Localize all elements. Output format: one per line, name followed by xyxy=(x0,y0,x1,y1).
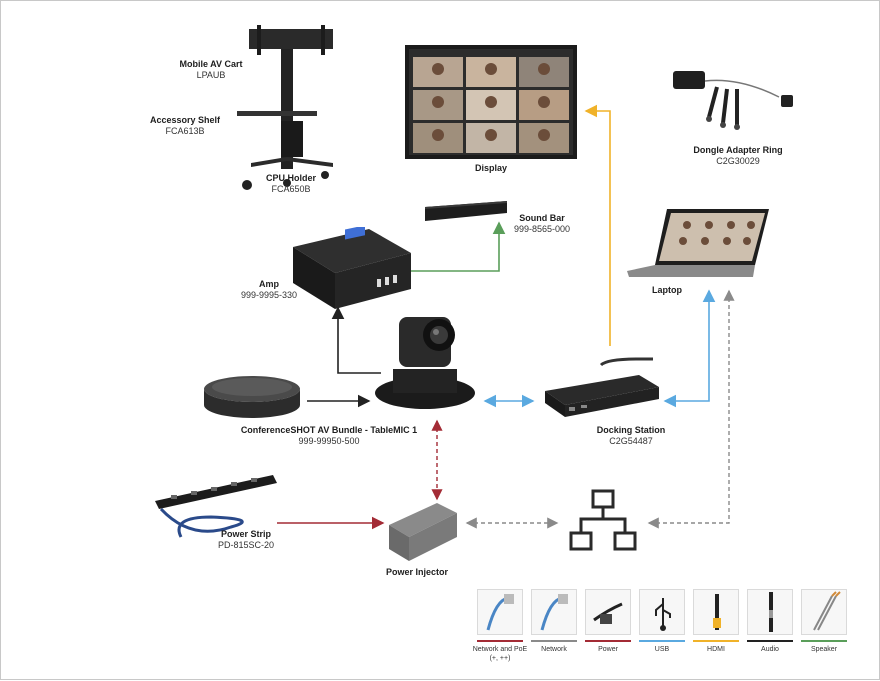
wire-amp-soundbar xyxy=(411,221,506,272)
dongle-ring-icon xyxy=(673,71,793,130)
legend-color-bar xyxy=(639,640,685,642)
legend-color-bar xyxy=(747,640,793,642)
sound-bar-name: Sound Bar xyxy=(519,213,565,223)
legend-label: Speaker xyxy=(810,646,838,653)
legend-label: Network xyxy=(541,646,567,653)
laptop-name: Laptop xyxy=(652,285,682,295)
legend-item: USB xyxy=(639,589,685,665)
cpu-holder-part: FCA650B xyxy=(271,184,311,194)
legend-color-bar xyxy=(801,640,847,642)
amp-part: 999-9995-330 xyxy=(240,290,298,300)
camera-bundle-label: ConferenceSHOT AV Bundle - TableMIC 1 99… xyxy=(227,425,431,447)
legend-item: Audio xyxy=(747,589,793,665)
wire-dock-display xyxy=(584,104,611,346)
power-strip-icon xyxy=(155,475,277,538)
legend-item: Speaker xyxy=(801,589,847,665)
legend-color-bar xyxy=(477,640,523,642)
ethernet-cable-icon xyxy=(477,589,523,635)
network-icon xyxy=(569,489,637,551)
display-name: Display xyxy=(474,163,507,173)
camera-bundle-part: 999-99950-500 xyxy=(298,436,360,446)
sound-bar-icon xyxy=(425,201,507,221)
cpu-holder-name: CPU Holder xyxy=(265,173,316,183)
legend-item: Power xyxy=(585,589,631,665)
dongle-ring-name: Dongle Adapter Ring xyxy=(693,145,783,155)
laptop-icon xyxy=(627,209,769,277)
dongle-ring-part: C2G30029 xyxy=(716,156,760,166)
laptop-label: Laptop xyxy=(627,285,707,296)
legend-item: Network xyxy=(531,589,577,665)
legend-label: Power xyxy=(598,646,618,653)
legend-color-bar xyxy=(531,640,577,642)
dongle-ring-label: Dongle Adapter Ring C2G30029 xyxy=(675,145,801,167)
hdmi-cable-icon xyxy=(693,589,739,635)
amp-icon xyxy=(293,227,411,309)
wire-camera-amp xyxy=(331,306,381,374)
wire-dock-laptop xyxy=(663,289,716,408)
power-cable-icon xyxy=(585,589,631,635)
av-cart-part: LPAUB xyxy=(196,70,226,80)
legend-label: Audio xyxy=(761,646,779,653)
legend-color-bar xyxy=(693,640,739,642)
usb-icon xyxy=(639,589,685,635)
tablemic-icon xyxy=(204,376,300,418)
cable-legend: Network and PoE (+, ++) Network Power USB HD… xyxy=(473,589,847,665)
docking-station-label: Docking Station C2G54487 xyxy=(581,425,681,447)
av-cart-name: Mobile AV Cart xyxy=(179,59,243,69)
legend-label: HDMI xyxy=(707,646,725,653)
docking-station-icon xyxy=(545,357,659,417)
power-injector-label: Power Injector xyxy=(371,567,463,578)
legend-label: Network and PoE (+, ++) xyxy=(472,646,528,662)
av-cart-label: Mobile AV Cart LPAUB xyxy=(151,59,271,81)
power-strip-name: Power Strip xyxy=(220,529,271,539)
accessory-shelf-label: Accessory Shelf FCA613B xyxy=(125,115,245,137)
power-strip-label: Power Strip PD-815SC-20 xyxy=(191,529,301,551)
sound-bar-part: 999-8565-000 xyxy=(513,224,571,234)
legend-color-bar xyxy=(585,640,631,642)
audio-cable-icon xyxy=(747,589,793,635)
amp-name: Amp xyxy=(259,279,279,289)
accessory-shelf-name: Accessory Shelf xyxy=(149,115,221,125)
legend-item: Network and PoE (+, ++) xyxy=(473,589,527,665)
power-injector-icon xyxy=(389,503,457,561)
camera-bundle-name: ConferenceSHOT AV Bundle - TableMIC 1 xyxy=(240,425,418,435)
amp-label: Amp 999-9995-330 xyxy=(209,279,329,301)
sound-bar-label: Sound Bar 999-8565-000 xyxy=(499,213,585,235)
power-strip-part: PD-815SC-20 xyxy=(217,540,275,550)
accessory-shelf-part: FCA613B xyxy=(165,126,205,136)
speaker-wire-icon xyxy=(801,589,847,635)
display-icon xyxy=(405,45,577,159)
power-injector-name: Power Injector xyxy=(385,567,448,577)
docking-station-name: Docking Station xyxy=(596,425,666,435)
legend-label: USB xyxy=(654,646,670,653)
ethernet-cable-icon xyxy=(531,589,577,635)
docking-station-part: C2G54487 xyxy=(609,436,653,446)
av-cart-icon xyxy=(237,25,333,190)
ptz-camera-icon xyxy=(375,317,475,409)
wire-network-laptop xyxy=(647,289,735,529)
cpu-holder-label: CPU Holder FCA650B xyxy=(231,173,351,195)
legend-item: HDMI xyxy=(693,589,739,665)
display-label: Display xyxy=(431,163,551,174)
